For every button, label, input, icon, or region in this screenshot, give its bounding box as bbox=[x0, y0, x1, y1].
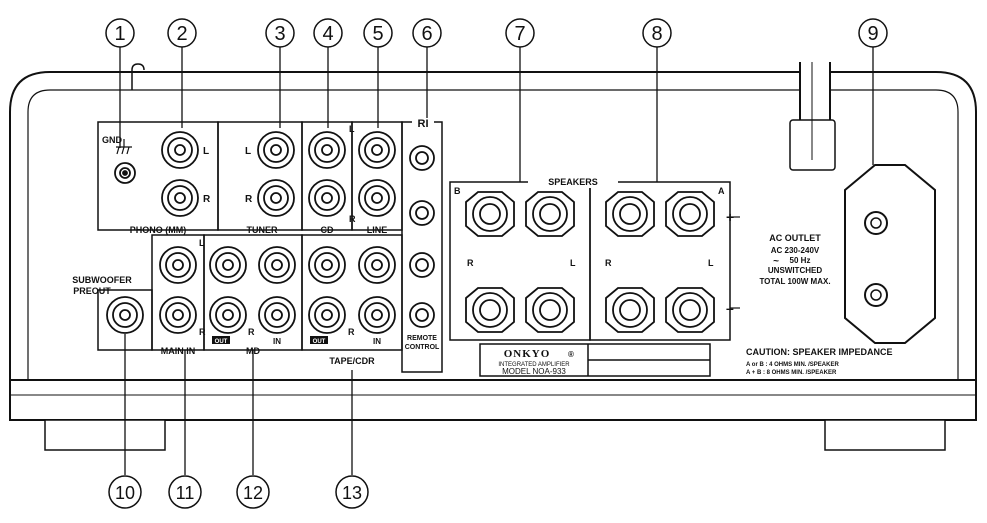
ac-voltage: AC 230-240V bbox=[771, 246, 820, 255]
cdline-r-label: R bbox=[349, 214, 356, 224]
tuner-r-label: R bbox=[245, 194, 253, 205]
callout-2: 2 bbox=[176, 23, 187, 45]
spk-a-l-minus bbox=[665, 287, 715, 333]
tuner-label: TUNER bbox=[247, 225, 278, 235]
md-in-label: IN bbox=[273, 337, 281, 346]
callout-13: 13 bbox=[342, 483, 362, 503]
minus-label: – bbox=[726, 300, 734, 316]
mainin-label: MAIN IN bbox=[161, 346, 196, 356]
spk-a-r-minus bbox=[605, 287, 655, 333]
md-out-label: OUT bbox=[215, 339, 228, 345]
subwoofer-label-2: PREOUT bbox=[73, 286, 111, 296]
spk-b-l-plus bbox=[525, 191, 575, 237]
spk-b-l-minus bbox=[525, 287, 575, 333]
ac-total: TOTAL 100W MAX. bbox=[759, 277, 830, 286]
phono-l-label: L bbox=[203, 146, 209, 157]
gnd-label: GND bbox=[102, 135, 123, 145]
caution-a: A or B : 4 OHMS MIN. /SPEAKER bbox=[746, 362, 839, 368]
cable-hook bbox=[131, 63, 145, 90]
cd-label: CD bbox=[321, 225, 334, 235]
panel-labels: GND L R PHONO (MM) L R TUNER CD LINE L R… bbox=[72, 118, 893, 376]
chassis-inner-outline bbox=[27, 89, 959, 380]
speaker-terminals bbox=[465, 191, 715, 333]
ac-unswitched: UNSWITCHED bbox=[768, 266, 822, 275]
spk-a-r-plus bbox=[605, 191, 655, 237]
callout-5: 5 bbox=[372, 23, 383, 45]
tape-in-label: IN bbox=[373, 337, 381, 346]
subwoofer-label-1: SUBWOOFER bbox=[72, 275, 132, 285]
remote-label-1: REMOTE bbox=[407, 335, 437, 342]
spk-a-l-plus bbox=[665, 191, 715, 237]
spk-l2-label: L bbox=[708, 258, 714, 268]
callout-4: 4 bbox=[322, 23, 333, 45]
callout-leaders bbox=[119, 47, 874, 475]
integrated-label: INTEGRATED AMPLIFIER bbox=[498, 362, 570, 368]
speakers-label: SPEAKERS bbox=[548, 177, 598, 187]
spk-b-label: B bbox=[454, 186, 461, 196]
callout-10: 10 bbox=[115, 483, 135, 503]
callout-8: 8 bbox=[651, 23, 662, 45]
tape-r-label: R bbox=[348, 327, 355, 337]
md-label: MD bbox=[246, 346, 260, 356]
cdline-l-label: L bbox=[349, 124, 355, 134]
caution-b: A + B : 8 OHMS MIN. /SPEAKER bbox=[746, 370, 837, 376]
spk-b-r-plus bbox=[465, 191, 515, 237]
phono-r-label: R bbox=[203, 194, 211, 205]
ac-hz: 50 Hz bbox=[790, 256, 811, 265]
spk-r2-label: R bbox=[605, 258, 612, 268]
mainin-r-label: R bbox=[199, 327, 206, 337]
callout-12: 12 bbox=[243, 483, 263, 503]
ac-tilde: ~ bbox=[773, 256, 779, 267]
remote-label-2: CONTROL bbox=[405, 344, 440, 351]
callout-6: 6 bbox=[421, 23, 432, 45]
callout-3: 3 bbox=[274, 23, 285, 45]
md-r-label: R bbox=[248, 327, 255, 337]
rca-jacks bbox=[106, 131, 435, 334]
phono-label: PHONO (MM) bbox=[130, 225, 187, 235]
foot-left bbox=[44, 419, 166, 451]
tuner-l-label: L bbox=[245, 146, 251, 157]
callout-11: 11 bbox=[176, 483, 195, 503]
callout-7: 7 bbox=[514, 23, 525, 45]
callout-9: 9 bbox=[867, 23, 878, 45]
mainin-l-label: L bbox=[199, 238, 205, 248]
caution-title: CAUTION: SPEAKER IMPEDANCE bbox=[746, 347, 893, 357]
spk-a-label: A bbox=[718, 186, 725, 196]
spk-b-r-minus bbox=[465, 287, 515, 333]
tape-label: TAPE/CDR bbox=[329, 356, 375, 366]
reg-mark: ® bbox=[568, 350, 574, 359]
ac-outlet-title: AC OUTLET bbox=[769, 233, 821, 243]
power-cord bbox=[789, 62, 836, 171]
ri-label: RI bbox=[418, 118, 429, 130]
ac-outlet bbox=[844, 164, 936, 344]
tape-out-label: OUT bbox=[313, 339, 326, 345]
line-label: LINE bbox=[367, 225, 388, 235]
callout-circles bbox=[105, 18, 888, 509]
callout-1: 1 bbox=[114, 23, 125, 45]
spk-r1-label: R bbox=[467, 258, 474, 268]
plus-label: + bbox=[726, 209, 734, 225]
ground-icon bbox=[116, 139, 132, 155]
spk-l1-label: L bbox=[570, 258, 576, 268]
chassis-bottom-rail bbox=[9, 379, 977, 421]
model-label: MODEL NOA-933 bbox=[502, 367, 566, 376]
callout-numbers: 1 2 3 4 5 6 7 8 9 10 11 12 13 bbox=[114, 23, 878, 503]
brand-logo: ONKYO bbox=[504, 348, 551, 360]
foot-right bbox=[824, 419, 946, 451]
